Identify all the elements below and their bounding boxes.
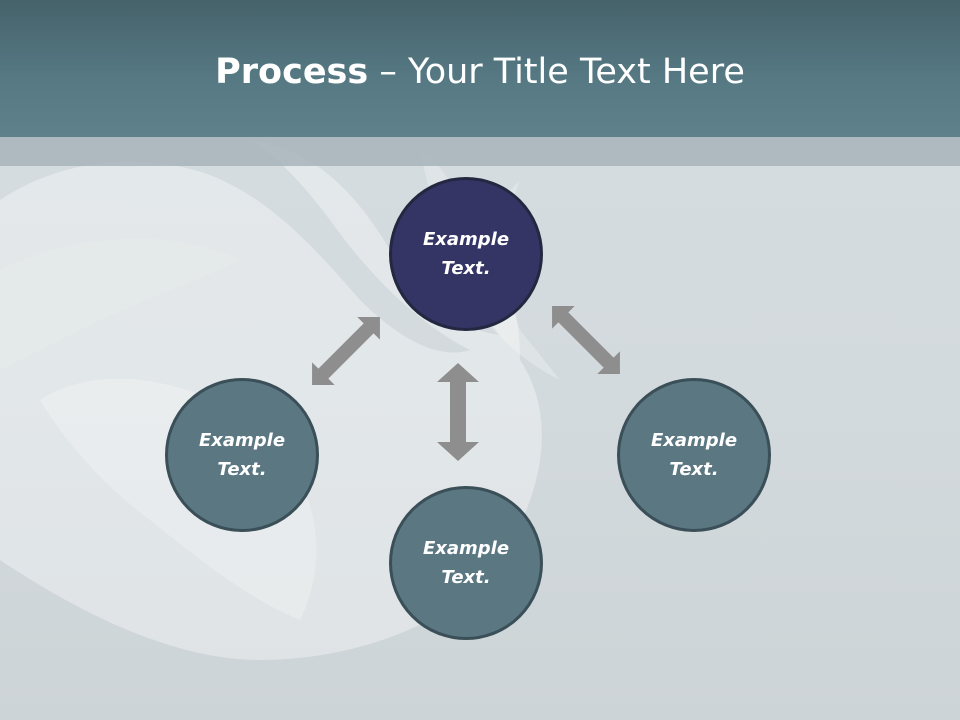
node-left: Example Text. [165,378,319,532]
title-bold: Process [215,52,369,92]
arrow-vertical [437,363,479,461]
node-top: Example Text. [389,177,543,331]
node-left-line1: Example [198,430,286,451]
title-bar [0,0,960,137]
node-right: Example Text. [617,378,771,532]
node-right-line1: Example [650,430,738,451]
node-right-line2: Text. [669,459,719,480]
arrow-right-diagonal [552,306,620,374]
slide-title: Process – Your Title Text Here [0,52,960,92]
arrow-left-diagonal [312,317,380,385]
node-bottom: Example Text. [389,486,543,640]
node-top-line1: Example [422,229,510,250]
header-band [0,137,960,166]
node-top-line2: Text. [441,258,491,279]
node-left-line2: Text. [217,459,267,480]
title-rest: – Your Title Text Here [368,52,745,92]
node-bottom-line2: Text. [441,567,491,588]
node-bottom-line1: Example [422,538,510,559]
